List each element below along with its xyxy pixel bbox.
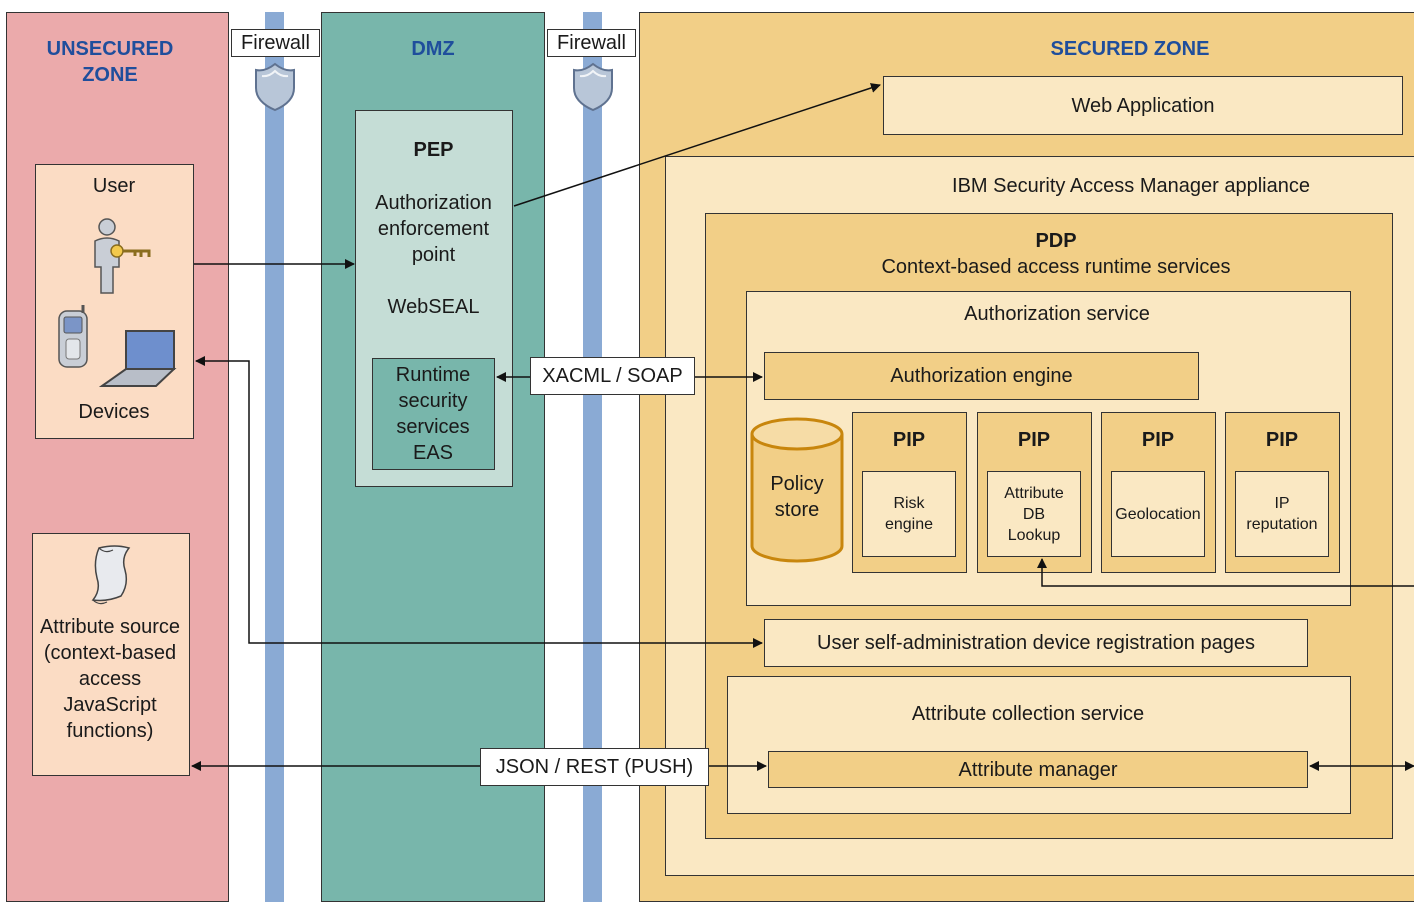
ip-reputation-label: IP reputation [1246,495,1318,533]
pep-title: PEP [413,139,454,161]
script-scroll-icon [91,545,131,605]
pip-inner-box: Risk engine [862,471,956,557]
shield-icon [255,62,295,112]
pip-title: PIP [892,429,926,451]
firewall-label-1: Firewall [231,29,320,57]
unsecured-zone-title: UNSECURED ZONE [46,38,174,86]
user-devices-box: User Devices [35,164,194,439]
policy-store-label: Policy store [770,473,824,521]
json-rest-label: JSON / REST (PUSH) [480,748,709,786]
web-application-label: Web Application [1071,94,1215,117]
shield-icon [573,62,613,112]
pip-title: PIP [1017,429,1051,451]
pdp-subtitle: Context-based access runtime services [881,256,1231,278]
attribute-manager-box: Attribute manager [768,751,1308,788]
pip-inner-box: Attribute DB Lookup [987,471,1081,557]
devices-label: Devices [78,401,150,423]
pdp-title: PDP [1035,230,1077,252]
pip-inner-box: IP reputation [1235,471,1329,557]
laptop-icon [98,330,177,387]
attribute-collection-service-box: Attribute collection service [727,676,1351,814]
secured-zone-title: SECURED ZONE [1050,38,1210,60]
attribute-source-label: Attribute source (context-based access J… [39,616,181,742]
web-application-box: Web Application [883,76,1403,135]
self-admin-pages-box: User self-administration device registra… [764,619,1308,667]
xacml-soap-label: XACML / SOAP [530,357,695,395]
geolocation-label: Geolocation [1115,505,1201,523]
dmz-zone-title: DMZ [411,38,455,60]
pip-geolocation: PIP Geolocation [1101,412,1216,573]
self-admin-pages-label: User self-administration device registra… [817,632,1255,654]
user-with-key-icon [94,218,151,294]
pip-ip-reputation: PIP IP reputation [1225,412,1340,573]
attribute-manager-label: Attribute manager [958,758,1118,781]
appliance-label: IBM Security Access Manager appliance [952,175,1310,197]
pep-subtitle: Authorization enforcement point [375,192,492,266]
risk-engine-label: Risk engine [884,495,934,533]
authorization-engine-box: Authorization engine [764,352,1199,400]
mobile-phone-icon [58,305,88,368]
firewall-label-2: Firewall [547,29,636,57]
pip-attribute-db-lookup: PIP Attribute DB Lookup [977,412,1092,573]
user-label: User [92,175,136,197]
pip-title: PIP [1265,429,1299,451]
attribute-collection-service-label: Attribute collection service [911,703,1145,725]
authorization-engine-label: Authorization engine [890,365,1073,387]
webseal-label: WebSEAL [387,296,480,318]
pip-title: PIP [1141,429,1175,451]
authorization-service-label: Authorization service [964,303,1150,325]
attribute-db-lookup-label: Attribute DB Lookup [1004,484,1064,544]
attribute-source-box: Attribute source (context-based access J… [32,533,190,776]
pip-risk-engine: PIP Risk engine [852,412,967,573]
pip-inner-box: Geolocation [1111,471,1205,557]
